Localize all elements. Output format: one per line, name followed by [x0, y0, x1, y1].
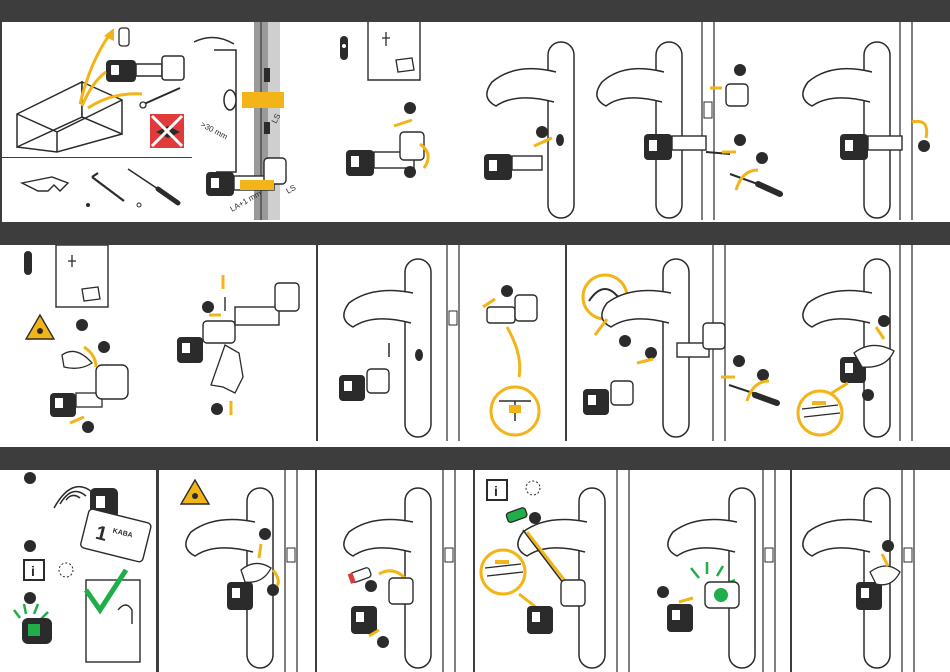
step-measure: >30 mm LS LA+1 mm LS: [194, 22, 314, 220]
step-insert-knob: [316, 22, 474, 220]
step-handle-cylinder: [319, 245, 461, 441]
step-reattach-cover: [792, 470, 950, 672]
step-remove-knob: [159, 245, 316, 441]
ls-label-bottom: LS: [285, 183, 298, 196]
section-bar-1: [0, 0, 950, 22]
step-rotate: [792, 22, 950, 220]
section-bar-3: [0, 447, 950, 470]
step-unpack: [2, 22, 192, 155]
step-caution-hand: [0, 245, 157, 441]
step-confirm-green: [649, 470, 790, 672]
step-screw-in: [590, 22, 790, 220]
step-remove-cover: [159, 470, 315, 672]
section-bar-2: [0, 222, 950, 245]
min-projection-label: >30 mm: [199, 120, 229, 142]
step-insert-battery: i: [475, 470, 647, 672]
step-insert-cylinder: [476, 22, 588, 220]
step-fix-screw: [567, 245, 790, 441]
step-slide-insert: [463, 245, 565, 441]
svg-text:i: i: [494, 483, 498, 499]
step-attach-cover: [792, 245, 950, 441]
blink-icon: [59, 563, 73, 577]
step-program-card: 1 KABA i: [0, 470, 156, 672]
warning-triangle-icon: [26, 315, 54, 339]
svg-text:i: i: [31, 563, 35, 579]
warning-triangle-icon-2: [181, 480, 209, 504]
step-tools: [2, 157, 192, 220]
step-remove-battery: [317, 470, 473, 672]
